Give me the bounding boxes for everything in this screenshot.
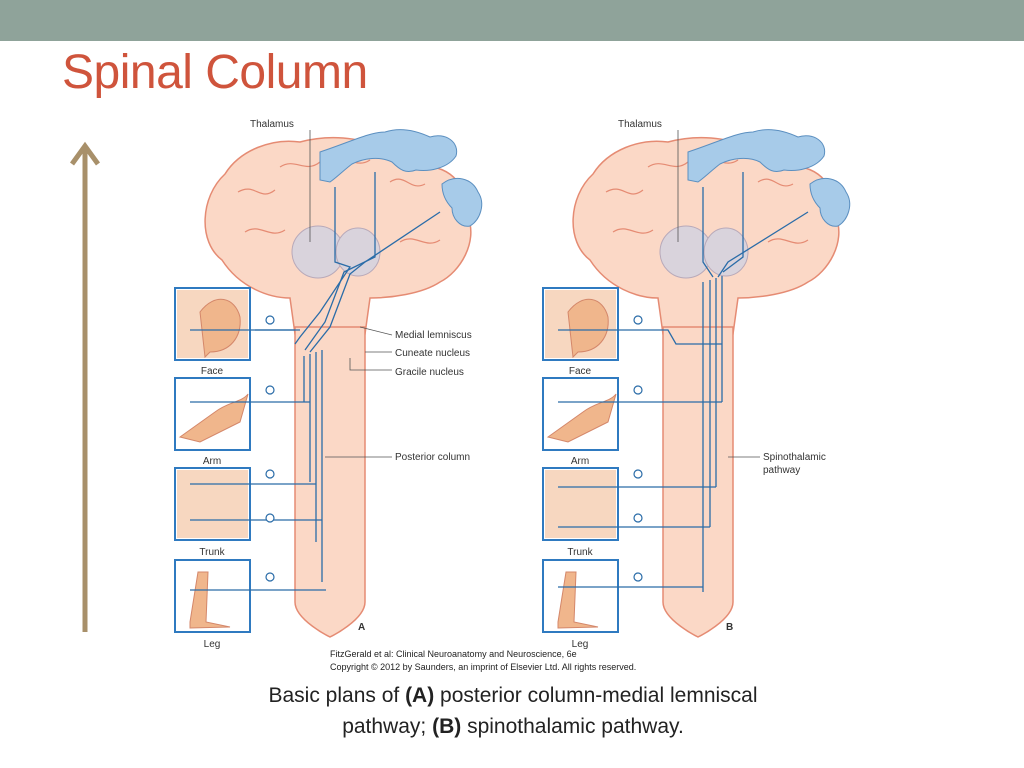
medial-lemniscus-label: Medial lemniscus <box>395 330 472 341</box>
caption-b: (B) <box>432 715 462 738</box>
upward-arrow-icon <box>70 141 100 632</box>
caption-text-4: spinothalamic pathway. <box>461 715 684 738</box>
slide-title: Spinal Column <box>62 46 368 99</box>
caption-a: (A) <box>405 684 435 707</box>
credit-line-1: FitzGerald et al: Clinical Neuroanatomy … <box>330 649 577 659</box>
caption-text-3: pathway; <box>342 715 433 738</box>
trunk-label: Trunk <box>199 547 225 558</box>
leg-box <box>174 559 251 633</box>
thalamus-label: Thalamus <box>250 119 294 130</box>
caption-text-2: posterior column-medial lemniscal <box>434 684 758 707</box>
face-label-b: Face <box>569 366 592 377</box>
figure-caption: Basic plans of (A) posterior column-medi… <box>160 680 866 742</box>
trunk-box <box>174 467 251 541</box>
arm-box <box>174 377 251 451</box>
leg-label-b: Leg <box>572 639 589 650</box>
pathway-diagram: Thalamus Face Arm Trunk Leg <box>174 119 851 672</box>
credit-line-2: Copyright © 2012 by Saunders, an imprint… <box>330 662 636 672</box>
arm-label: Arm <box>203 456 221 467</box>
trunk-label-b: Trunk <box>567 547 593 558</box>
spinal-cord <box>294 326 366 638</box>
panel-b-letter: B <box>726 622 733 633</box>
posterior-column-label: Posterior column <box>395 452 470 463</box>
thalamus-label-b: Thalamus <box>618 119 662 130</box>
sensory-cortex <box>319 129 458 183</box>
spinothalamic-label-2: pathway <box>763 465 800 476</box>
spinothalamic-label-1: Spinothalamic <box>763 452 826 463</box>
face-box <box>174 287 251 361</box>
gracile-nucleus-label: Gracile nucleus <box>395 367 464 378</box>
face-label: Face <box>201 366 224 377</box>
panel-a: Thalamus Face Arm Trunk Leg <box>174 119 483 650</box>
leg-label: Leg <box>204 639 221 650</box>
top-accent-bar <box>0 0 1024 41</box>
arm-label-b: Arm <box>571 456 589 467</box>
cuneate-nucleus-label: Cuneate nucleus <box>395 348 470 359</box>
caption-text-1: Basic plans of <box>268 684 406 707</box>
panel-b: Thalamus Face Arm Trunk Leg <box>542 119 851 650</box>
panel-a-letter: A <box>358 622 365 633</box>
